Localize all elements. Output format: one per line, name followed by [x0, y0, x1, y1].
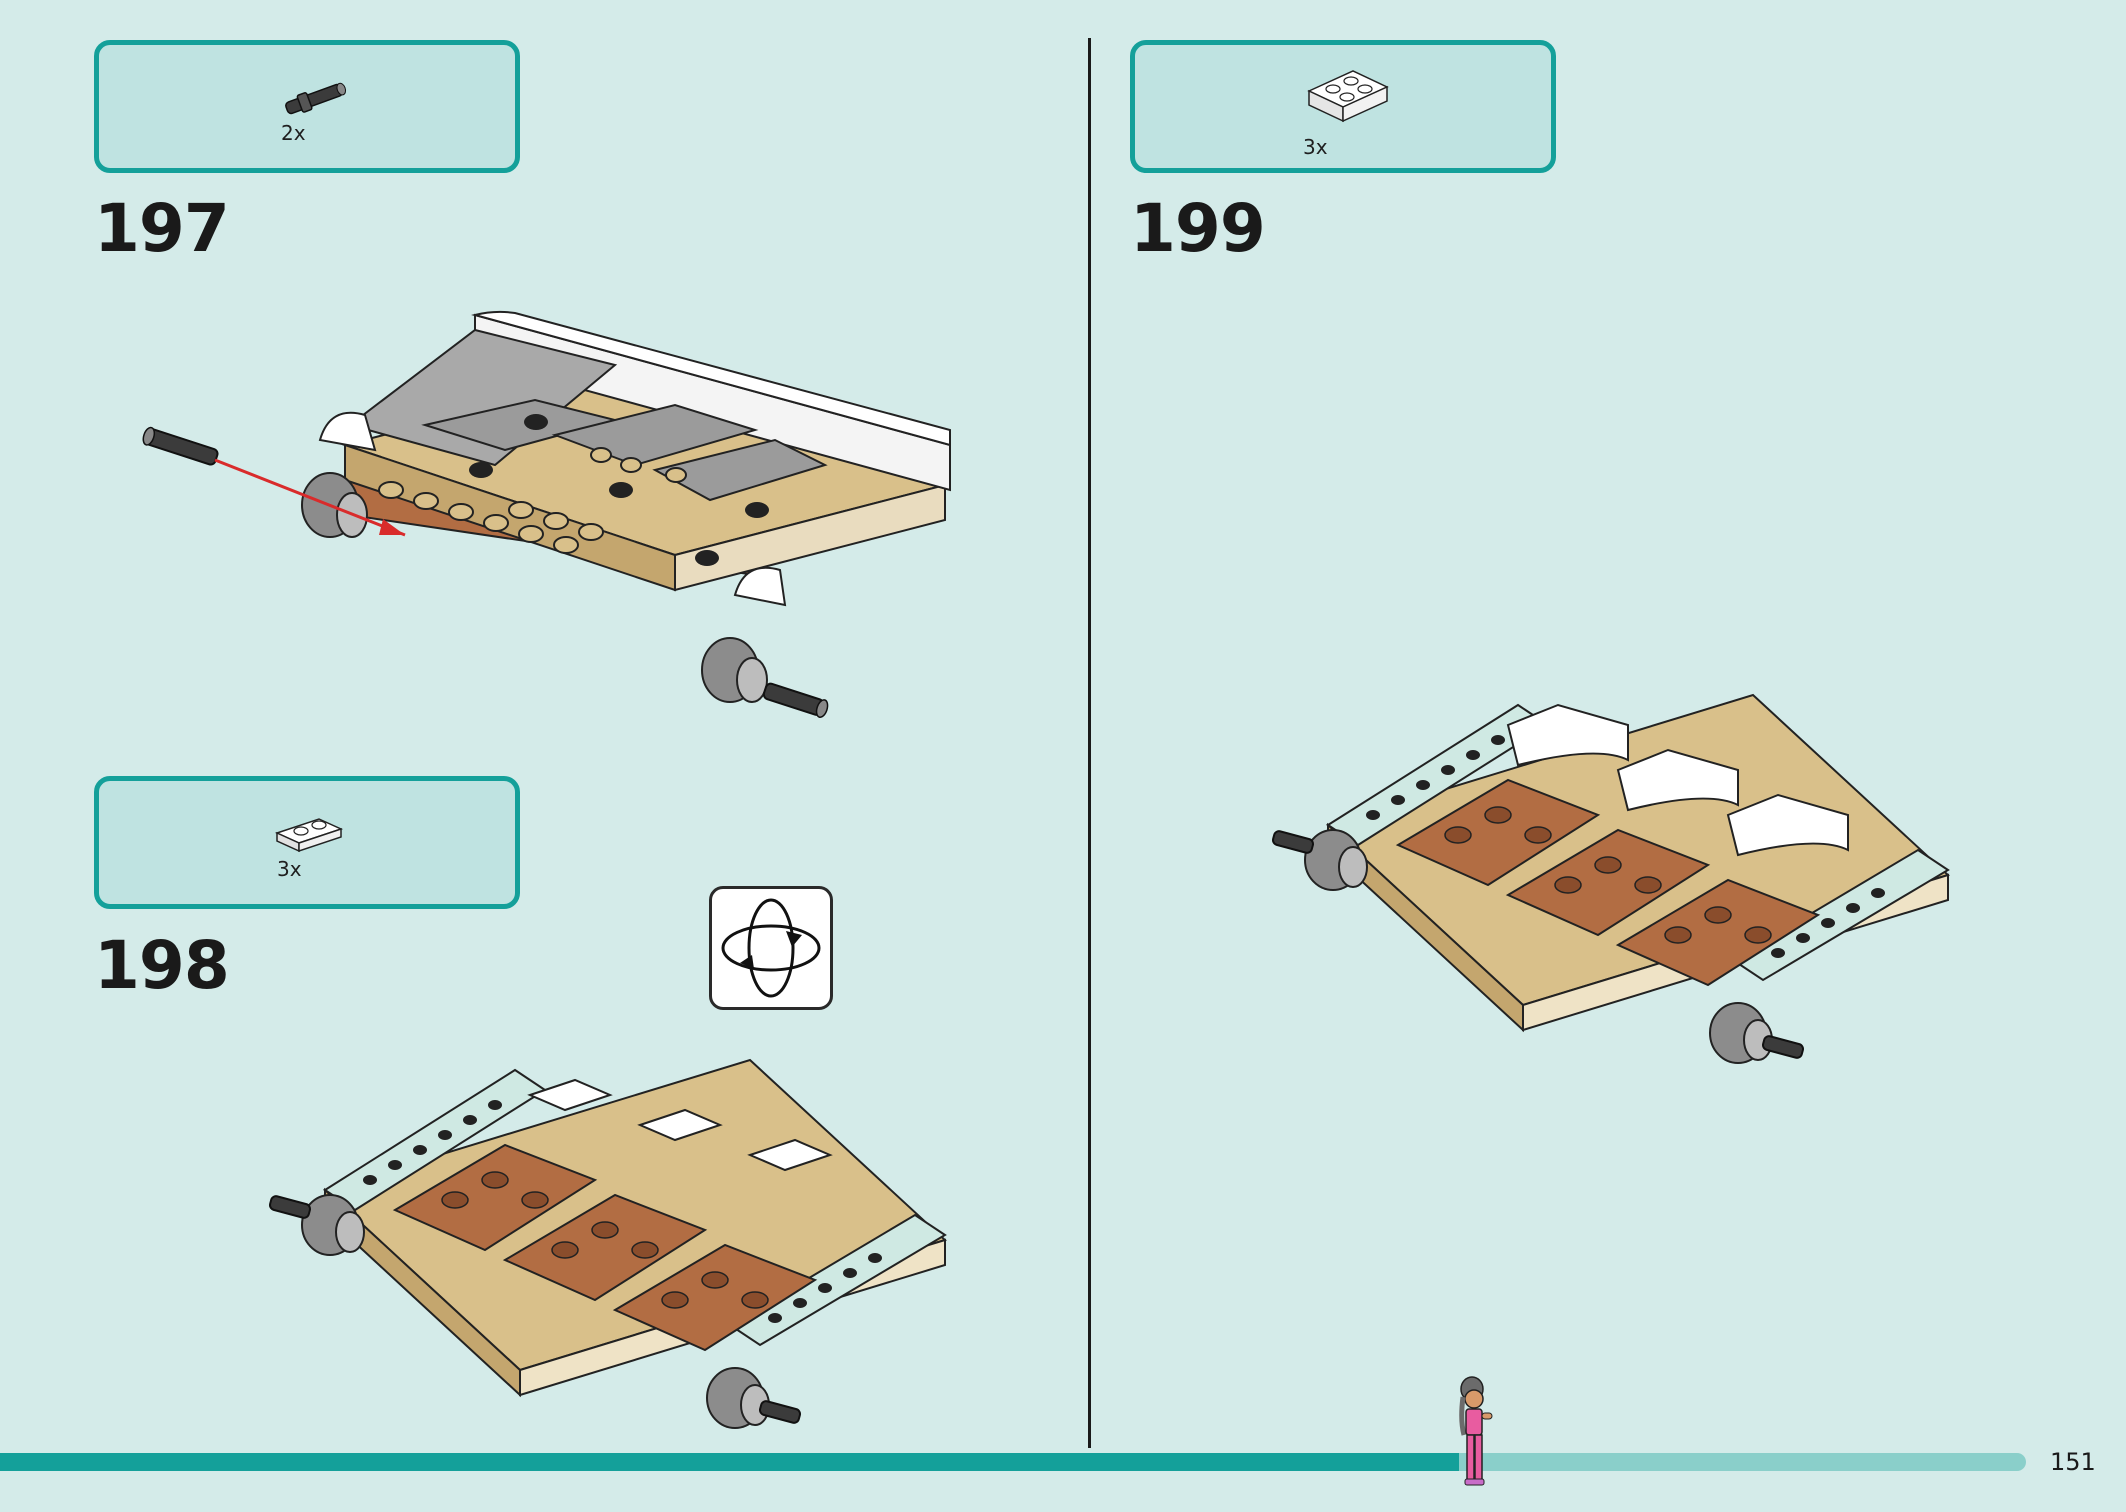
step-number: 198 — [94, 927, 230, 1004]
inverted-slope-part-icon — [1307, 70, 1389, 123]
step-number: 197 — [94, 190, 230, 267]
axle-pin-part-icon — [285, 82, 347, 115]
step-199-parts-callout: 3x — [1130, 40, 1556, 173]
rotate-arrows-icon — [721, 898, 821, 998]
step-number: 199 — [1130, 190, 1266, 267]
page-number: 151 — [2050, 1448, 2096, 1476]
minifigure-icon — [1459, 1376, 1493, 1486]
step-198-assembly-illustration — [268, 1058, 947, 1429]
rotate-model-icon — [709, 886, 833, 1010]
part-quantity: 2x — [281, 121, 306, 145]
part-quantity: 3x — [277, 857, 302, 881]
progress-bar-fill — [0, 1453, 1459, 1471]
white-plate-part-icon — [274, 818, 344, 853]
step-197-assembly-illustration — [142, 310, 951, 718]
step-199-assembly-illustration — [1271, 693, 1950, 1064]
step-198-parts-callout: 3x — [94, 776, 520, 909]
step-197-parts-callout: 2x — [94, 40, 520, 173]
column-divider — [1088, 38, 1091, 1448]
part-quantity: 3x — [1303, 135, 1328, 159]
